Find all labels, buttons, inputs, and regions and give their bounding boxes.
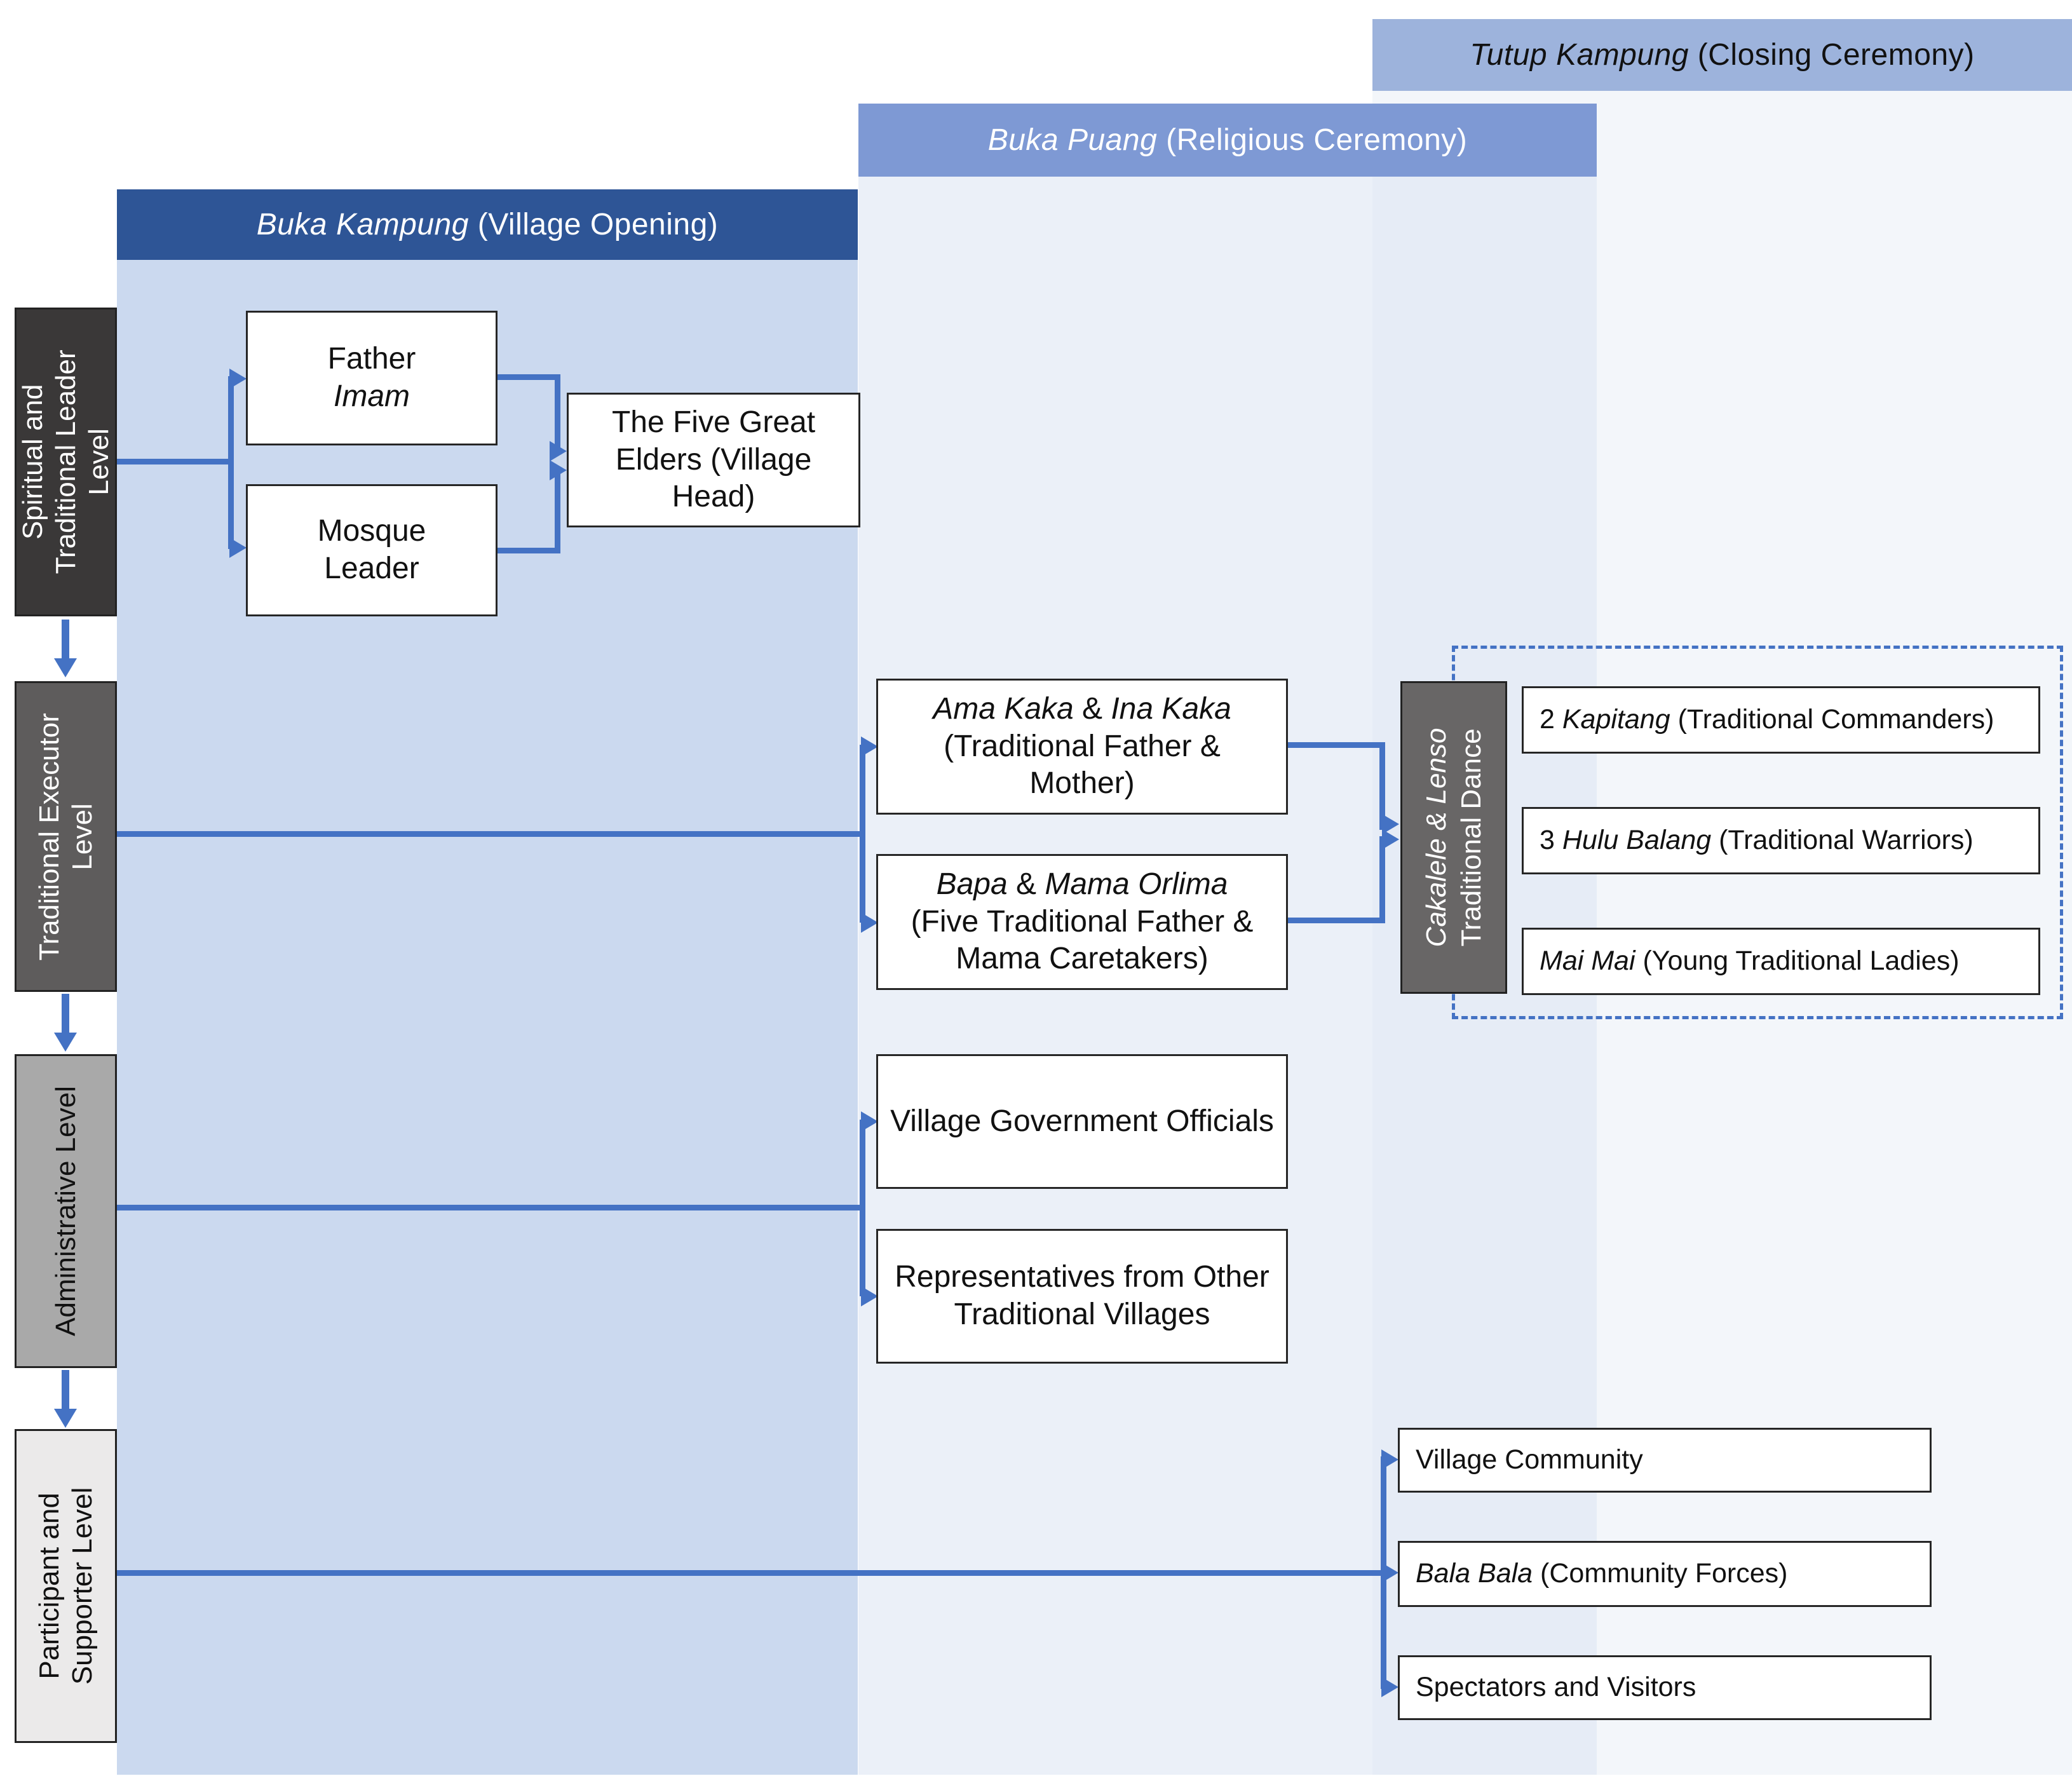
cakalele-line2: Traditional Dance <box>1456 728 1487 947</box>
arrowhead-level4 <box>54 1409 77 1428</box>
arrowhead-gov-officials <box>861 1111 878 1132</box>
level-participant-supporter: Participant and Supporter Level <box>15 1429 117 1743</box>
arrowhead-bala-bala <box>1381 1563 1398 1583</box>
connector-mosque-elders-v <box>555 470 560 553</box>
bala-bala-rest: (Community Forces) <box>1533 1558 1788 1589</box>
box-mosque-leader: Mosque Leader <box>246 484 498 616</box>
connector-imam-elders-h <box>498 374 560 380</box>
bapa-orlima-italic2: Mama Orlima <box>1045 867 1228 902</box>
ama-kaka-rest: (Traditional Father & Mother) <box>944 729 1229 801</box>
box-mai-mai: Mai Mai (Young Traditional Ladies) <box>1522 928 2040 995</box>
arrowhead-village-community <box>1381 1449 1398 1470</box>
arrowhead-elders-bottom <box>550 460 567 480</box>
kapitang-italic: Kapitang <box>1562 704 1670 735</box>
box-father-imam: Father Imam <box>246 311 498 445</box>
header-tutup-kampung: Tutup Kampung (Closing Ceremony) <box>1372 19 2072 91</box>
five-great-elders-text: The Five Great Elders (Village Head) <box>611 405 824 514</box>
mosque-leader-line2: Leader <box>324 552 419 585</box>
arrowhead-ama-kaka <box>861 736 878 757</box>
connector-executor-h <box>117 831 863 837</box>
hulu-balang-rest: (Traditional Warriors) <box>1711 825 1974 856</box>
bala-bala-italic: Bala Bala <box>1416 1558 1533 1589</box>
connector-mosque-elders-h <box>498 548 560 553</box>
spectators-text: Spectators and Visitors <box>1416 1672 1696 1703</box>
mosque-leader-line1: Mosque <box>317 514 426 548</box>
kapitang-prefix: 2 <box>1540 704 1562 735</box>
level-executor-label: Traditional Executor Level <box>33 712 98 961</box>
box-five-great-elders: The Five Great Elders (Village Head) <box>567 393 860 527</box>
connector-level2-level3 <box>62 994 69 1033</box>
bapa-orlima-line1: Bapa & Mama Orlima <box>937 866 1228 904</box>
representatives-text: Representatives from Other Traditional V… <box>895 1260 1278 1331</box>
ama-kaka-italic1: Ama Kaka <box>933 692 1074 726</box>
level-participant-label: Participant and Supporter Level <box>33 1487 98 1685</box>
father-imam-line1: Father <box>327 342 416 376</box>
box-representatives-other-villages: Representatives from Other Traditional V… <box>876 1229 1288 1364</box>
arrowhead-elders-top <box>550 441 567 461</box>
header-tutup-kampung-italic: Tutup Kampung <box>1470 38 1689 72</box>
header-buka-kampung-italic: Buka Kampung <box>256 208 469 241</box>
village-community-text: Village Community <box>1416 1444 1643 1475</box>
arrowhead-bapa-orlima <box>861 912 878 933</box>
level-administrative-label: Administrative Level <box>50 1086 81 1336</box>
connector-bapa-dance-h <box>1288 918 1385 923</box>
connector-executor-v <box>860 745 865 923</box>
arrowhead-spectators <box>1381 1677 1398 1697</box>
arrowhead-representatives <box>861 1286 878 1306</box>
header-buka-kampung-rest: (Village Opening) <box>468 208 719 241</box>
level-spiritual-label: Spiritual and Traditional Leader Level <box>17 349 114 574</box>
connector-admin-v <box>860 1120 865 1296</box>
connector-level3-level4 <box>62 1370 69 1409</box>
level-spiritual-traditional-leader: Spiritual and Traditional Leader Level <box>15 308 117 616</box>
box-village-government-officials: Village Government Officials <box>876 1054 1288 1189</box>
box-bala-bala: Bala Bala (Community Forces) <box>1398 1541 1932 1607</box>
kapitang-rest: (Traditional Commanders) <box>1670 704 1994 735</box>
connector-bapa-dance-v <box>1379 836 1385 923</box>
box-bapa-mama-orlima: Bapa & Mama Orlima (Five Traditional Fat… <box>876 854 1288 990</box>
connector-imam-elders-v <box>555 374 560 453</box>
box-kapitang: 2 Kapitang (Traditional Commanders) <box>1522 686 2040 754</box>
level-traditional-executor: Traditional Executor Level <box>15 681 117 992</box>
connector-ama-dance-h <box>1288 742 1385 748</box>
bapa-orlima-sep: & <box>1007 867 1045 902</box>
ama-kaka-line1: Ama Kaka & Ina Kaka <box>933 691 1231 728</box>
level-administrative: Administrative Level <box>15 1054 117 1368</box>
header-buka-puang: Buka Puang (Religious Ceremony) <box>858 104 1597 177</box>
connector-admin-h <box>117 1205 863 1210</box>
box-village-community: Village Community <box>1398 1428 1932 1493</box>
arrowhead-dance-bottom <box>1382 829 1399 850</box>
header-buka-kampung: Buka Kampung (Village Opening) <box>117 189 858 260</box>
ama-kaka-sep: & <box>1073 692 1111 726</box>
gov-officials-text: Village Government Officials <box>890 1104 1274 1138</box>
hulu-balang-prefix: 3 <box>1540 825 1562 856</box>
header-buka-puang-italic: Buka Puang <box>987 123 1158 157</box>
arrowhead-mosque-leader <box>229 538 247 558</box>
bapa-orlima-rest: (Five Traditional Father & Mama Caretake… <box>911 904 1262 976</box>
arrowhead-father-imam <box>229 369 247 389</box>
box-spectators-visitors: Spectators and Visitors <box>1398 1655 1932 1720</box>
hulu-balang-italic: Hulu Balang <box>1562 825 1712 856</box>
connector-spiritual-branch-h <box>117 459 234 464</box>
box-hulu-balang: 3 Hulu Balang (Traditional Warriors) <box>1522 807 2040 874</box>
header-buka-puang-rest: (Religious Ceremony) <box>1157 123 1468 157</box>
bapa-orlima-italic1: Bapa <box>936 867 1008 902</box>
arrowhead-level2 <box>54 658 77 677</box>
connector-ama-dance-v <box>1379 742 1385 830</box>
arrowhead-level3 <box>54 1033 77 1052</box>
connector-participant-h <box>117 1570 1386 1576</box>
mai-mai-rest: (Young Traditional Ladies) <box>1635 946 1960 977</box>
ama-kaka-italic2: Ina Kaka <box>1111 692 1231 726</box>
connector-level1-level2 <box>62 620 69 659</box>
header-tutup-kampung-rest: (Closing Ceremony) <box>1688 38 1975 72</box>
father-imam-line2: Imam <box>334 379 410 413</box>
connector-spiritual-branch-v <box>228 376 234 549</box>
box-ama-kaka-ina-kaka: Ama Kaka & Ina Kaka (Traditional Father … <box>876 679 1288 815</box>
cakalele-line1: Cakalele & Lenso <box>1421 728 1452 947</box>
mai-mai-italic: Mai Mai <box>1540 946 1635 977</box>
